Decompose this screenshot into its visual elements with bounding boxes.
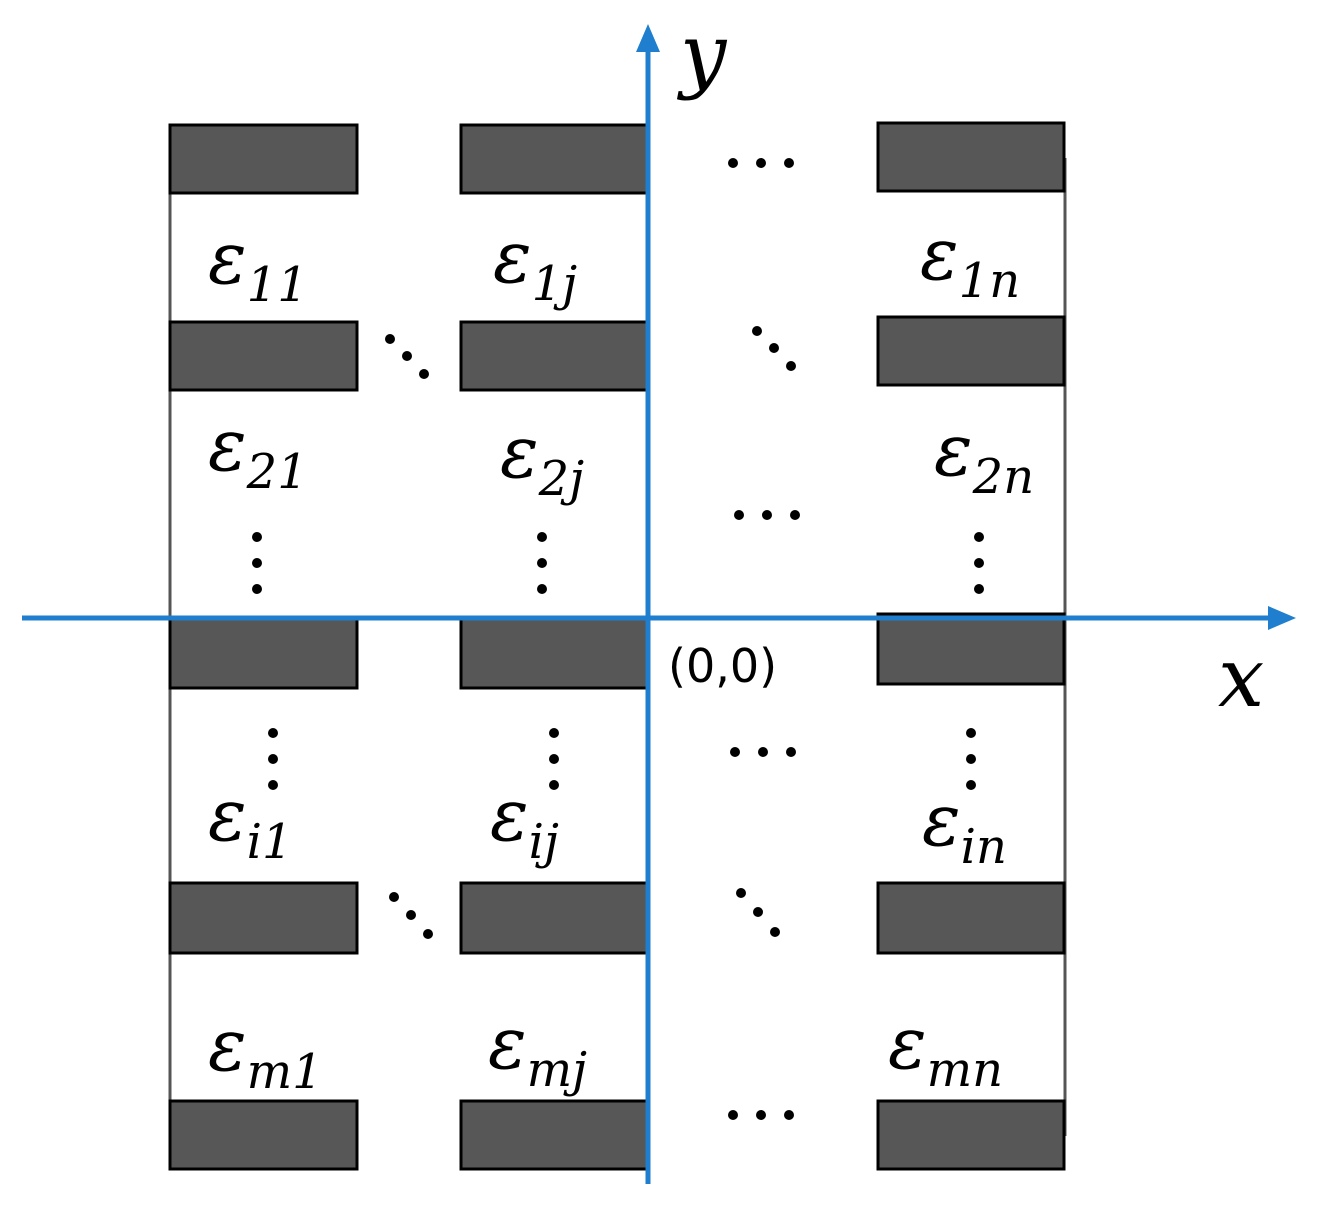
eps-symbol: ε bbox=[493, 215, 532, 299]
eps-subscript-row: i bbox=[529, 814, 544, 870]
eps-subscript-row: 2 bbox=[246, 444, 278, 500]
eps-symbol: ε bbox=[490, 773, 529, 857]
eps-in-label: εin bbox=[922, 778, 1007, 875]
diagonal-ellipsis-2 bbox=[752, 326, 796, 371]
diagonal-ellipsis-1 bbox=[385, 334, 429, 379]
block-col1-row3 bbox=[168, 616, 359, 690]
eps-mj-label: εmj bbox=[488, 1001, 587, 1098]
diagonal-ellipsis-3 bbox=[389, 892, 433, 939]
block-colj-row3 bbox=[459, 616, 650, 690]
eps-m1-label: εm1 bbox=[208, 1003, 323, 1100]
eps-subscript-row: i bbox=[961, 819, 976, 875]
eps-mn-label: εmn bbox=[888, 1001, 1003, 1098]
block-col1-row2 bbox=[168, 320, 359, 392]
eps-11-label: ε11 bbox=[208, 216, 308, 313]
eps-subscript-row: m bbox=[527, 1042, 573, 1098]
horizontal-ellipsis-top bbox=[728, 158, 794, 168]
block-colj-row2 bbox=[459, 320, 650, 392]
block-col1-row5 bbox=[168, 1099, 359, 1171]
eps-subscript-row: 1 bbox=[532, 256, 563, 312]
origin-label: (0,0) bbox=[668, 639, 777, 693]
eps-subscript-col: n bbox=[989, 253, 1020, 309]
eps-1j-label: ε1j bbox=[493, 215, 577, 312]
eps-2j-label: ε2j bbox=[500, 410, 584, 507]
eps-1n-label: ε1n bbox=[920, 212, 1020, 309]
eps-subscript-row: m bbox=[927, 1042, 973, 1098]
block-col1-row1 bbox=[168, 123, 359, 195]
eps-symbol: ε bbox=[208, 216, 247, 300]
eps-subscript-row: 2 bbox=[538, 451, 570, 507]
horizontal-ellipsis-row2 bbox=[734, 510, 800, 520]
block-colj-row5 bbox=[459, 1099, 650, 1171]
eps-symbol: ε bbox=[208, 1003, 247, 1087]
eps-subscript-col: n bbox=[976, 819, 1007, 875]
eps-i1-label: εi1 bbox=[208, 773, 293, 870]
vertical-ellipsis-col1-upper bbox=[252, 532, 262, 594]
eps-2n-label: ε2n bbox=[934, 408, 1034, 505]
eps-symbol: ε bbox=[888, 1001, 927, 1085]
diagonal-ellipsis-4 bbox=[736, 888, 780, 937]
y-axis-label: y bbox=[676, 7, 728, 102]
block-coln-row4 bbox=[876, 881, 1066, 955]
eps-symbol: ε bbox=[922, 778, 961, 862]
eps-symbol: ε bbox=[208, 403, 247, 487]
vertical-ellipsis-coln-upper bbox=[974, 532, 984, 594]
horizontal-ellipsis-bottom bbox=[728, 1110, 794, 1120]
y-axis-arrowhead bbox=[636, 24, 660, 52]
vertical-ellipsis-colj-lower bbox=[549, 728, 559, 790]
eps-subscript-row: m bbox=[247, 1044, 293, 1100]
eps-ij-label: εij bbox=[490, 773, 559, 870]
eps-subscript-col: 1 bbox=[277, 257, 308, 313]
x-axis-arrowhead bbox=[1268, 606, 1296, 630]
eps-symbol: ε bbox=[920, 212, 959, 296]
block-coln-row2 bbox=[876, 315, 1066, 387]
eps-symbol: ε bbox=[488, 1001, 527, 1085]
eps-subscript-row: 2 bbox=[972, 449, 1004, 505]
vertical-ellipsis-colj-upper bbox=[537, 532, 547, 594]
block-colj-row4 bbox=[459, 881, 650, 955]
eps-subscript-row: 1 bbox=[959, 253, 990, 309]
block-coln-row3 bbox=[876, 612, 1066, 686]
horizontal-ellipsis-rowi bbox=[730, 747, 796, 757]
eps-symbol: ε bbox=[934, 408, 973, 492]
eps-subscript-col: 1 bbox=[262, 814, 293, 870]
vertical-ellipsis-col1-lower bbox=[268, 728, 278, 790]
eps-symbol: ε bbox=[500, 410, 539, 494]
eps-subscript-row: 1 bbox=[247, 257, 278, 313]
eps-subscript-col: n bbox=[1003, 449, 1034, 505]
vertical-ellipsis-coln-lower bbox=[966, 728, 976, 790]
eps-21-label: ε21 bbox=[208, 403, 308, 500]
x-axis-label: x bbox=[1218, 631, 1264, 726]
eps-subscript-row: i bbox=[247, 814, 262, 870]
eps-symbol: ε bbox=[208, 773, 247, 857]
eps-subscript-col: n bbox=[972, 1042, 1003, 1098]
eps-subscript-col: 1 bbox=[277, 444, 308, 500]
eps-subscript-col: 1 bbox=[292, 1044, 323, 1100]
block-coln-row5 bbox=[876, 1099, 1066, 1171]
block-coln-row1 bbox=[876, 121, 1066, 193]
block-col1-row4 bbox=[168, 881, 359, 955]
block-colj-row1 bbox=[459, 123, 650, 195]
